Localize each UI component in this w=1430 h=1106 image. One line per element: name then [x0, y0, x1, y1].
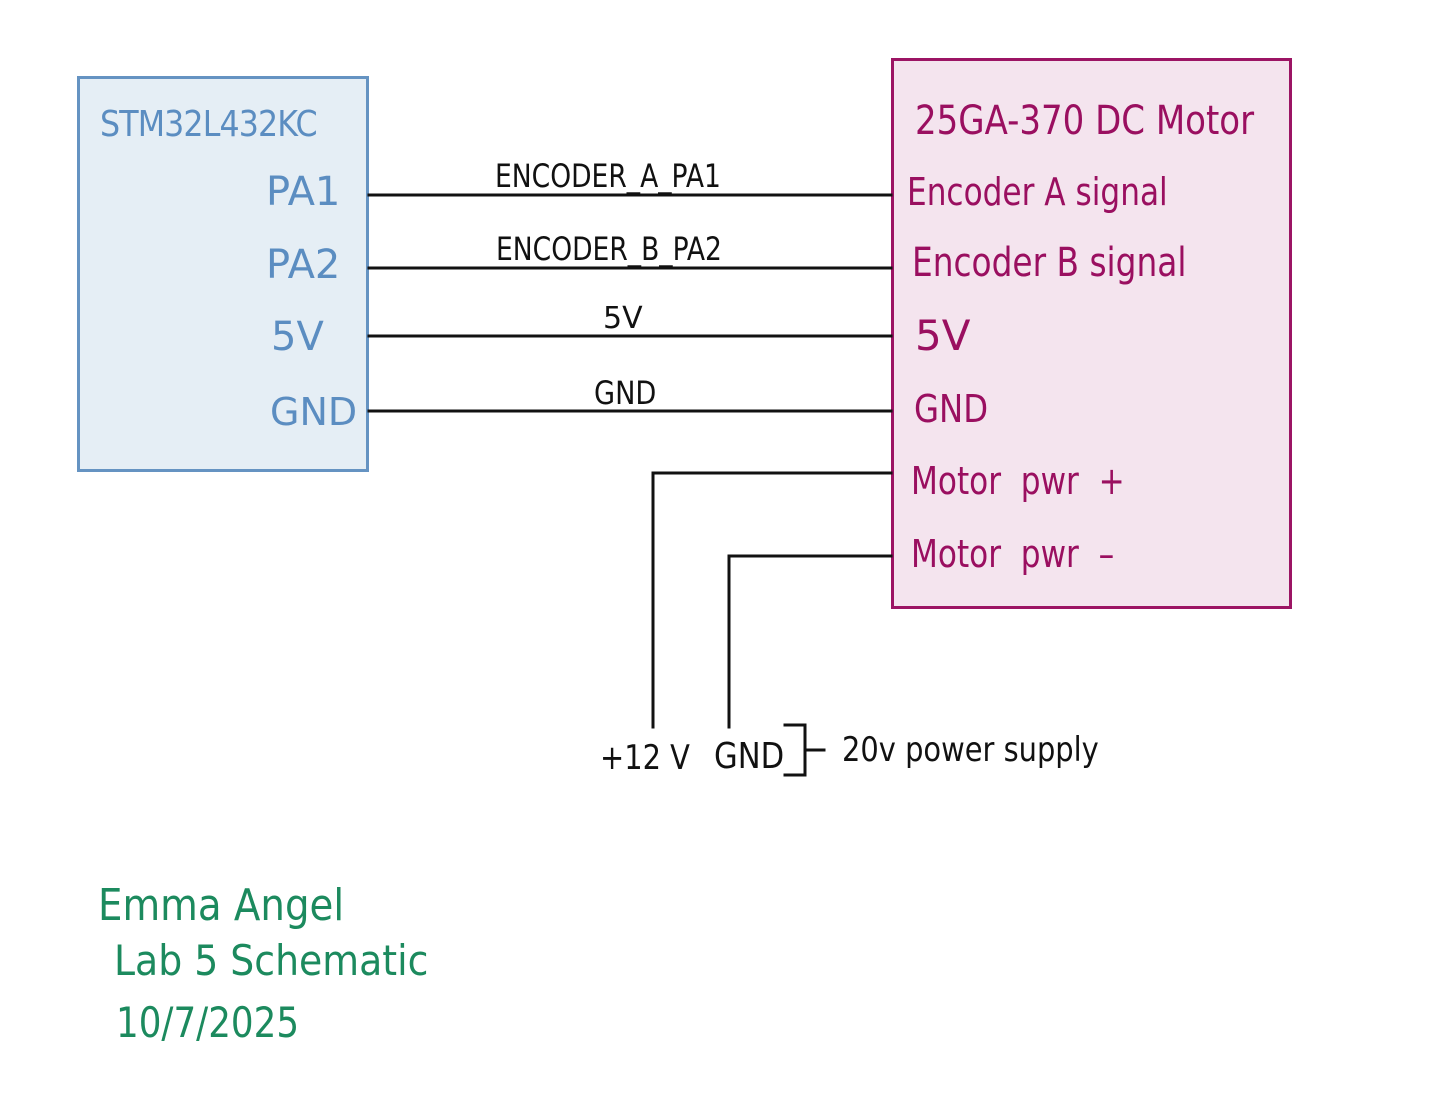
mcu-pin-pa1: PA1 [266, 169, 341, 215]
motor-pin-pwr-plus: Motor pwr + [911, 459, 1125, 503]
signature-title: Lab 5 Schematic [114, 936, 429, 985]
mcu-title: STM32L432KC [100, 104, 318, 145]
motor-pin-encoder-a: Encoder A signal [907, 170, 1168, 214]
mcu-pin-5v: 5V [271, 314, 324, 360]
wire-label-gnd: GND [594, 374, 657, 412]
supply-bracket [783, 723, 807, 777]
motor-pin-encoder-b: Encoder B signal [912, 240, 1187, 286]
signature-date: 10/7/2025 [116, 998, 300, 1047]
wire-motor-pwr-minus [727, 554, 893, 729]
motor-pin-pwr-minus: Motor pwr – [911, 532, 1115, 576]
stm32-block [77, 76, 369, 472]
mcu-pin-gnd: GND [270, 390, 358, 434]
mcu-pin-pa2: PA2 [266, 242, 341, 288]
motor-pin-5v: 5V [915, 311, 971, 360]
motor-block [891, 58, 1292, 609]
wire-motor-pwr-plus [651, 471, 893, 729]
wire-label-encoder-b: ENCODER_B_PA2 [496, 230, 722, 268]
supply-plus-label: +12 V [600, 738, 690, 778]
wire-label-encoder-a: ENCODER_A_PA1 [495, 157, 721, 195]
motor-title: 25GA-370 DC Motor [915, 98, 1255, 144]
motor-pin-gnd: GND [914, 387, 989, 431]
signature-name: Emma Angel [98, 880, 345, 931]
wire-label-5v: 5V [603, 301, 643, 336]
supply-label: 20v power supply [842, 730, 1099, 770]
supply-gnd-label: GND [714, 736, 785, 777]
